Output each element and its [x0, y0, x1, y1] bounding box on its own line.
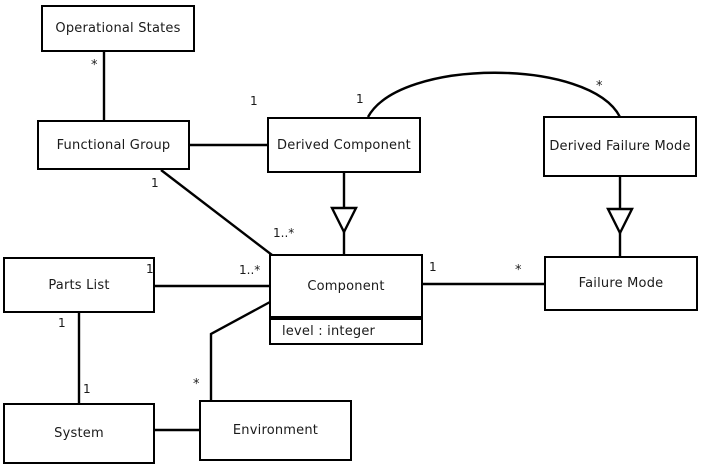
multiplicity-parts-list-system: 1	[58, 316, 66, 330]
multiplicity-functional-group-derived-component: 1	[250, 94, 258, 108]
class-box-parts-list[interactable]: Parts List	[3, 257, 155, 313]
class-name-component: Component	[307, 278, 385, 294]
attribute-component-level: level : integer	[282, 324, 376, 339]
class-box-failure-mode[interactable]: Failure Mode	[544, 256, 698, 311]
class-name-environment: Environment	[232, 423, 319, 438]
generalization-triangle-failure-mode	[606, 207, 634, 236]
class-attributes-component: level : integer	[269, 318, 423, 345]
class-box-derived-component[interactable]: Derived Component	[267, 117, 421, 173]
multiplicity-system-parts-list: 1	[83, 382, 91, 396]
multiplicity-derived-failure-mode-arc: *	[596, 79, 603, 94]
multiplicity-parts-list-component: 1	[146, 262, 154, 276]
class-name-operational-states: Operational States	[55, 21, 181, 36]
class-name-derived-failure-mode: Derived Failure Mode	[549, 139, 691, 154]
class-box-derived-failure-mode[interactable]: Derived Failure Mode	[543, 116, 697, 177]
edge-derived-component-derived-failure-mode	[366, 71, 622, 118]
class-name-system: System	[54, 426, 104, 441]
multiplicity-functional-group-component: 1	[151, 176, 159, 190]
class-name-functional-group: Functional Group	[56, 137, 171, 153]
class-name-parts-list: Parts List	[48, 277, 110, 293]
multiplicity-component-parts-list: 1..*	[239, 263, 261, 277]
class-box-environment[interactable]: Environment	[199, 400, 352, 461]
generalization-triangle-component	[330, 206, 358, 235]
multiplicity-component-functional-group: 1..*	[273, 226, 295, 240]
multiplicity-component-failure-mode: 1	[429, 260, 437, 274]
class-name-derived-component: Derived Component	[277, 137, 411, 153]
multiplicity-environment-component: *	[193, 377, 200, 392]
multiplicity-derived-component-arc: 1	[356, 92, 364, 106]
edge-component-environment	[209, 300, 271, 400]
class-name-failure-mode: Failure Mode	[578, 276, 664, 291]
edge-functional-group-component	[160, 169, 273, 256]
class-box-operational-states[interactable]: Operational States	[41, 5, 195, 52]
multiplicity-failure-mode-component: *	[515, 263, 522, 278]
multiplicity-operational-states: *	[91, 58, 98, 73]
class-box-system[interactable]: System	[3, 403, 155, 464]
class-box-functional-group[interactable]: Functional Group	[37, 120, 190, 170]
class-box-component[interactable]: Component	[269, 254, 423, 318]
